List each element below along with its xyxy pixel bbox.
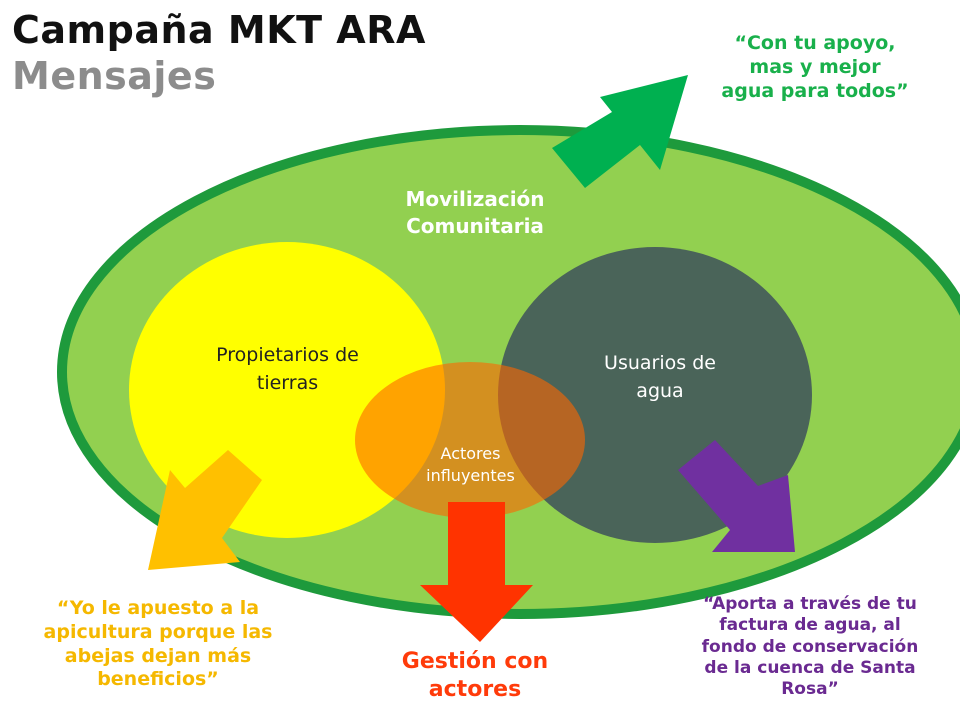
message-orange-line: beneficios” (97, 668, 219, 691)
message-purple-line: fondo de conservación (701, 636, 919, 657)
page-title: Campaña MKT ARA (12, 8, 426, 52)
label-usuarios-line2: agua (636, 379, 684, 402)
message-purple-line: “Aporta a través de tu (703, 594, 917, 614)
message-green-line: mas y mejor (749, 55, 881, 78)
arrow-purple-down-right (678, 440, 795, 552)
message-green-line: agua para todos” (721, 79, 909, 102)
message-red-line: Gestión con (401, 649, 549, 674)
message-purple-line: de la cuenca de Santa (704, 657, 916, 678)
label-propietarios: Propietarios de tierras (175, 342, 400, 397)
message-purple: “Aporta a través de tu factura de agua, … (670, 594, 950, 700)
message-orange-line: abejas dejan más (64, 644, 252, 667)
label-actores-line1: Actores (440, 444, 501, 463)
label-usuarios: Usuarios de agua (560, 350, 760, 405)
message-orange-line: apicultura porque las (43, 620, 273, 643)
message-red-line: actores (428, 676, 522, 702)
label-actores-line2: influyentes (426, 466, 515, 486)
message-orange: “Yo le apuesto a la apicultura porque la… (8, 597, 308, 692)
label-movilizacion-line2: Comunitaria (406, 214, 544, 238)
page-subtitle: Mensajes (12, 54, 217, 98)
message-green-line: “Con tu apoyo, (734, 32, 896, 54)
label-actores: Actores influyentes (398, 443, 543, 488)
arrow-orange-down-left (148, 450, 262, 570)
label-usuarios-line1: Usuarios de (604, 352, 716, 374)
arrow-red-down (420, 502, 533, 642)
message-purple-line: Rosa” (781, 679, 839, 699)
message-orange-line: “Yo le apuesto a la (56, 597, 260, 619)
message-green: “Con tu apoyo, mas y mejor agua para tod… (690, 32, 940, 103)
label-propietarios-line1: Propietarios de (216, 344, 359, 366)
arrow-green-up-right (552, 75, 688, 188)
label-movilizacion: Movilización Comunitaria (360, 186, 590, 240)
message-red: Gestión con actores (370, 648, 580, 703)
message-purple-line: factura de agua, al (719, 615, 901, 636)
label-propietarios-line2: tierras (256, 371, 319, 394)
ellipse-actores (355, 362, 585, 518)
label-movilizacion-line1: Movilización (405, 187, 545, 211)
